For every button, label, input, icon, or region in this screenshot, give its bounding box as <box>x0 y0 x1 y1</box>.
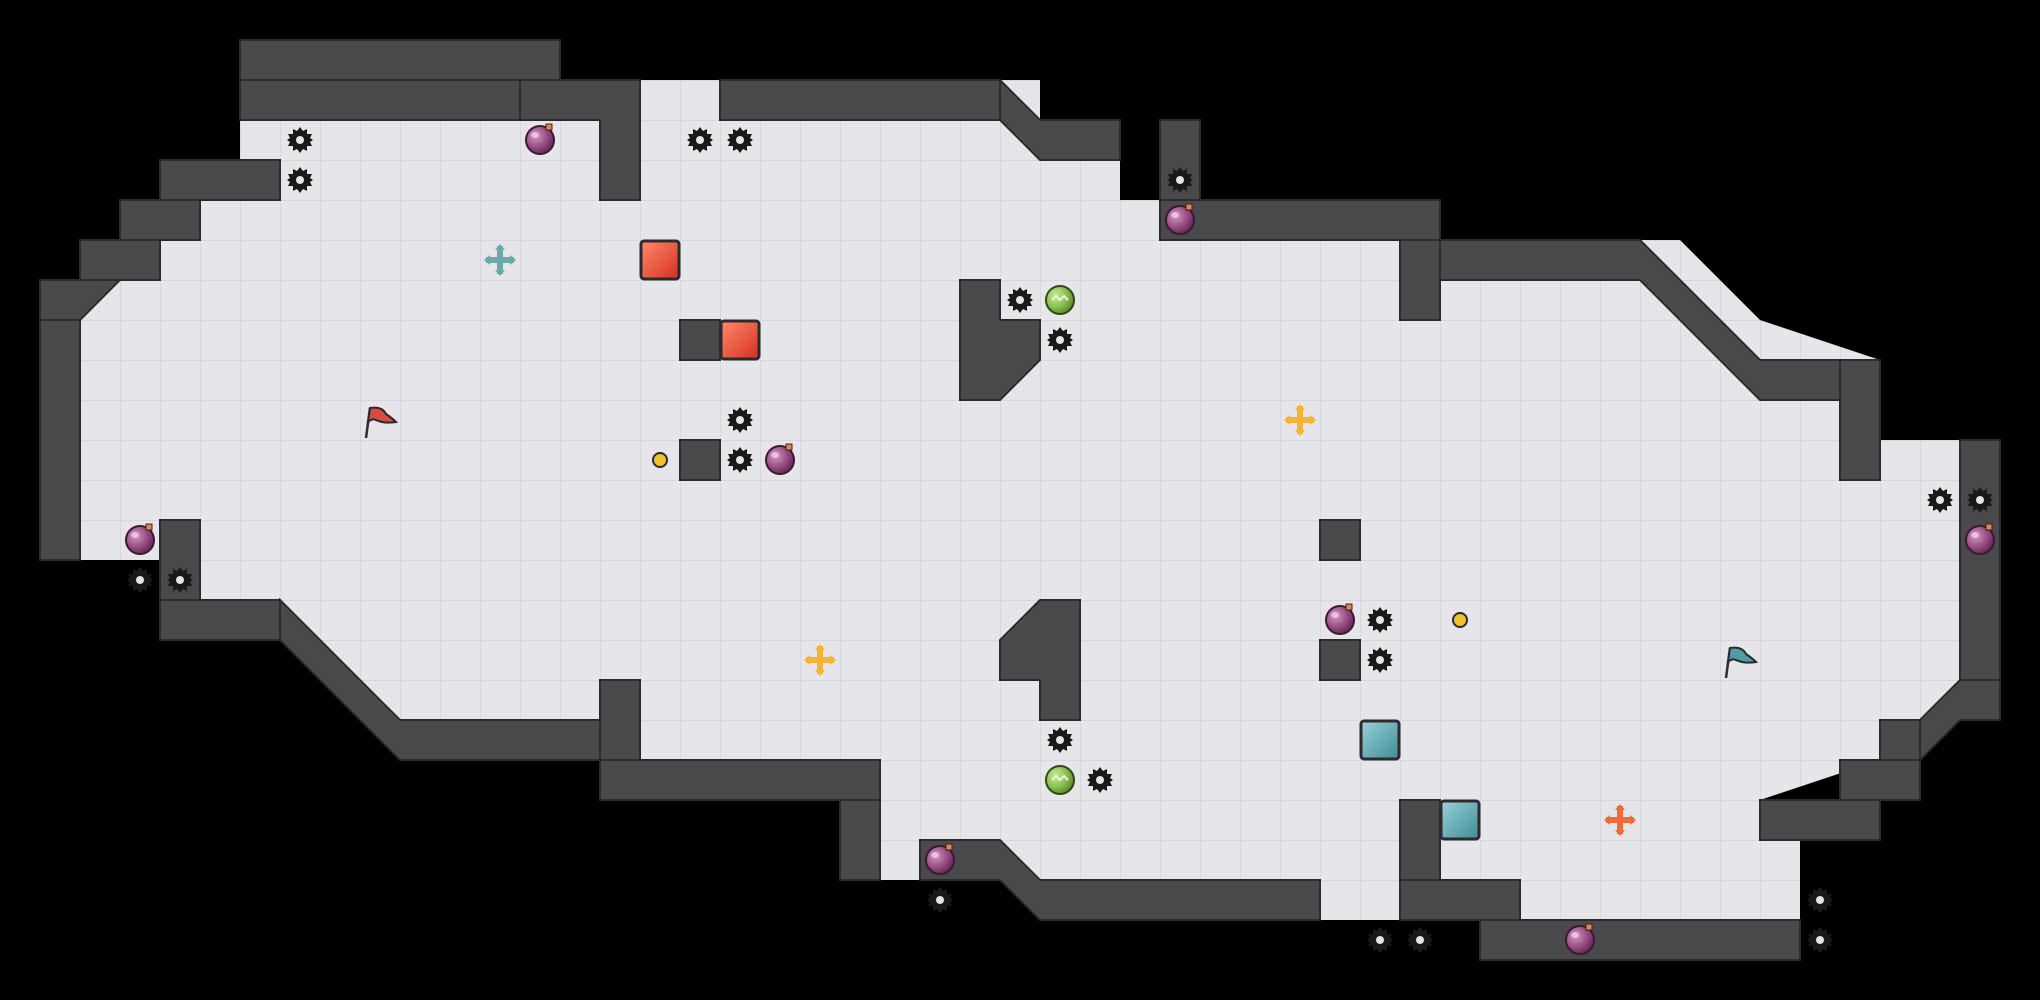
floor <box>80 80 1960 920</box>
green-bomb-icon <box>1045 285 1075 315</box>
bomb-icon <box>125 523 155 555</box>
teal-flag-icon <box>1724 646 1759 679</box>
bomb-icon <box>1165 203 1195 235</box>
bomb-icon <box>1325 603 1355 635</box>
yellow-cross-icon <box>804 644 836 676</box>
bomb-icon <box>765 443 795 475</box>
saw-icon <box>1807 927 1833 953</box>
saw-icon <box>1407 927 1433 953</box>
saw-icon <box>1807 887 1833 913</box>
teal-cross-icon <box>484 244 516 276</box>
red-block <box>719 319 761 361</box>
saw-icon <box>127 567 153 593</box>
coin-icon <box>652 452 668 468</box>
bomb-icon <box>1965 523 1995 555</box>
bomb-icon <box>525 123 555 155</box>
walls <box>39 39 2001 961</box>
saw-icon <box>1367 927 1393 953</box>
yellow-cross-icon <box>1284 404 1316 436</box>
teal-block <box>1439 799 1481 841</box>
red-flag-icon <box>364 406 399 439</box>
orange-cross-icon <box>1604 804 1636 836</box>
game-pieces <box>125 123 1995 955</box>
coin-icon <box>1452 612 1468 628</box>
bomb-icon <box>925 843 955 875</box>
green-bomb-icon <box>1045 765 1075 795</box>
teal-block <box>1359 719 1401 761</box>
bomb-icon <box>1565 923 1595 955</box>
saw-icon <box>927 887 953 913</box>
red-block <box>639 239 681 281</box>
